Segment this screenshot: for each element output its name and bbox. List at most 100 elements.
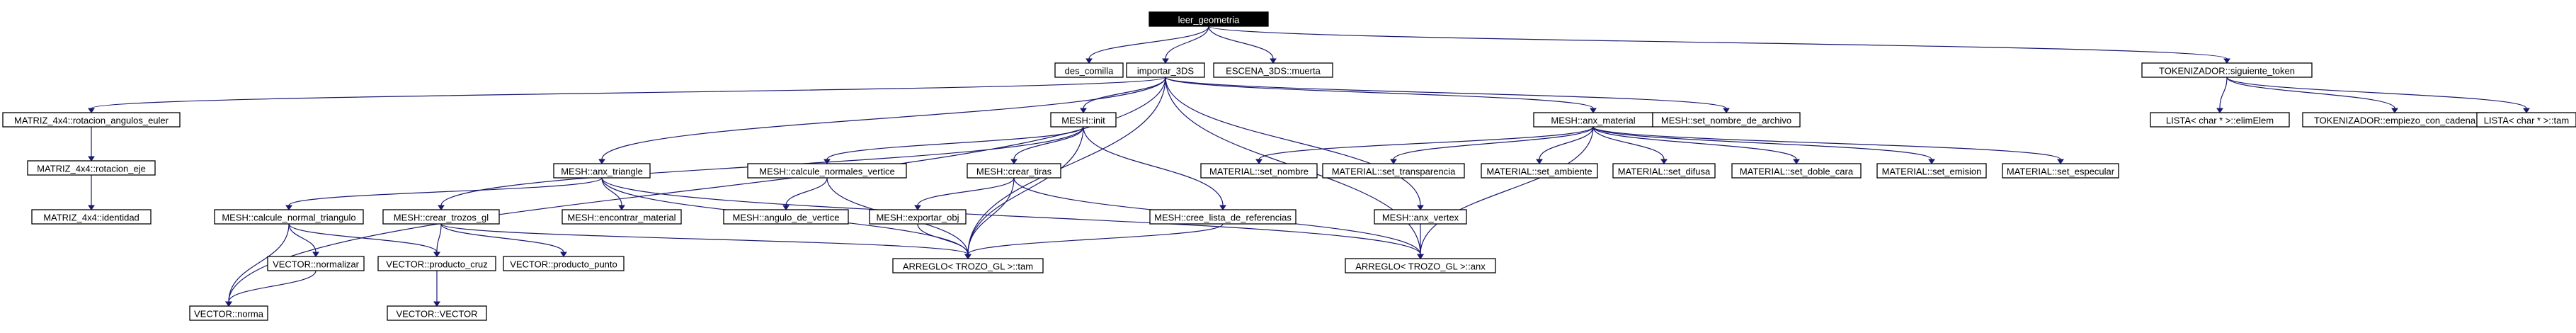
edge-mat-rot-eje-to-mat-ident [88,174,95,210]
node-label: TOKENIZADOR::empiezo_con_cadena [2314,115,2476,126]
node-mesh-calc-normal-tri[interactable]: MESH::calcule_normal_triangulo [214,209,364,225]
node-arr-tam[interactable]: ARREGLO< TROZO_GL >::tam [892,258,1044,273]
node-box [503,256,625,271]
node-lista-tam[interactable]: LISTA< char * >::tam [2476,112,2576,128]
node-mesh-crear-tiras[interactable]: MESH::crear_tiras [967,163,1061,179]
node-mesh-calc-normales[interactable]: MESH::calcule_normales_vertice [747,163,907,179]
node-importar[interactable]: importar_3DS [1126,62,1205,78]
node-label: des_comilla [1065,66,1114,77]
node-des-comilla[interactable]: des_comilla [1054,62,1124,78]
node-label: VECTOR::normalizar [273,259,360,270]
node-label: MATERIAL::set_especular [2007,166,2115,177]
edge-mesh-anx-material-to-mat-set-difusa [1592,126,1668,164]
edge-line [1165,77,1727,109]
edge-leer-to-importar [1162,26,1209,64]
edge-line [1208,26,2228,60]
node-box [1374,209,1467,225]
node-label: MESH::crear_trozos_gl [394,213,489,223]
node-vec-prod-punto[interactable]: VECTOR::producto_punto [503,256,625,271]
edge-mesh-anx-material-to-mat-set-especular [1592,126,2064,164]
node-box [1345,258,1496,273]
node-mesh-exportar[interactable]: MESH::exportar_obj [869,209,967,225]
edge-tok-sig-to-tok-empiezo [2226,77,2398,113]
node-vec-norma[interactable]: VECTOR::norma [189,305,268,321]
node-label: ARREGLO< TROZO_GL >::anx [1355,261,1486,272]
edge-mesh-anx-material-to-mat-set-ambiente [1536,126,1594,164]
node-mesh-anx-vertex[interactable]: MESH::anx_vertex [1374,209,1467,225]
node-mat-set-ambiente[interactable]: MATERIAL::set_ambiente [1481,163,1598,179]
edge-mesh-anx-material-to-mat-set-transp [1390,126,1594,164]
edge-line [1592,126,1665,160]
node-box [2476,112,2576,128]
edge-line [967,177,1015,255]
node-label: LISTA< char * >::tam [2484,115,2569,126]
node-vec-normalizar[interactable]: VECTOR::normalizar [267,256,365,271]
node-label: VECTOR::producto_punto [510,259,617,270]
node-box [267,256,365,271]
node-mesh-crear-trozos[interactable]: MESH::crear_trozos_gl [382,209,500,225]
node-mat-set-doble[interactable]: MATERIAL::set_doble_cara [1731,163,1862,179]
node-label: MESH::cree_lista_de_referencias [1154,213,1292,223]
edge-line [1592,126,1932,160]
node-mat-set-emision[interactable]: MATERIAL::set_emision [1876,163,1987,179]
node-mesh-angulo[interactable]: MESH::angulo_de_vertice [723,209,849,225]
node-vec-prod-cruz[interactable]: VECTOR::producto_cruz [377,256,496,271]
edge-mesh-init-to-mesh-crear-tiras [1010,126,1084,164]
node-arr-anx[interactable]: ARREGLO< TROZO_GL >::anx [1345,258,1496,273]
edge-mesh-crear-trozos-to-vec-prod-punto [440,223,567,257]
node-mat-set-difusa[interactable]: MATERIAL::set_difusa [1612,163,1716,179]
edge-line [2226,77,2395,109]
edge-line [288,223,438,253]
arrowhead [598,159,605,164]
node-box [1876,163,1987,179]
arrowhead [433,301,440,307]
arrowhead [1390,159,1397,164]
node-label: TOKENIZADOR::siguiente_token [2159,66,2295,77]
edge-mat-rot-euler-to-mat-rot-eje [88,126,95,162]
arrowhead [88,205,95,210]
node-mat-rot-eje[interactable]: MATRIZ_4x4::rotacion_eje [27,160,156,176]
arrowhead [914,205,921,210]
node-box [2,112,181,128]
node-escena[interactable]: ESCENA_3DS::muerta [1213,62,1333,78]
arrowhead [2223,58,2230,64]
edge-line [436,223,442,253]
edge-mesh-exportar-to-arr-tam [917,223,971,259]
node-mesh-cree-lista[interactable]: MESH::cree_lista_de_referencias [1149,209,1296,225]
node-mesh-init[interactable]: MESH::init [1050,112,1117,128]
node-label: MESH::calcule_normal_triangulo [222,213,355,223]
edge-line [228,270,317,303]
arrowhead [823,159,831,164]
node-mesh-encontrar-mat[interactable]: MESH::encontrar_material [562,209,682,225]
arrowhead [1085,58,1093,64]
edge-line [1592,126,2061,160]
edge-mesh-anx-triangle-to-mesh-encontrar-mat [601,177,625,210]
node-mat-rot-euler[interactable]: MATRIZ_4x4::rotacion_angulos_euler [2,112,181,128]
edge-importar-to-mesh-anx-vertex [1165,77,1424,210]
edge-leer-to-des-comilla [1085,26,1209,64]
node-label: MESH::anx_triangle [561,166,643,177]
node-tok-empiezo[interactable]: TOKENIZADOR::empiezo_con_cadena [2302,112,2487,128]
node-box [387,305,487,321]
node-mesh-set-nombre-archivo[interactable]: MESH::set_nombre_de_archivo [1652,112,1801,128]
edge-line [1393,126,1594,160]
node-mesh-anx-triangle[interactable]: MESH::anx_triangle [553,163,651,179]
edge-line [917,223,969,255]
edge-line [2219,77,2228,109]
edge-line [1258,126,1594,160]
node-label: LISTA< char * >::elimElem [2166,115,2274,126]
node-tok-sig[interactable]: TOKENIZADOR::siguiente_token [2141,62,2313,78]
edge-line [2226,77,2527,109]
arrowhead [438,205,445,210]
edge-line [785,177,828,206]
node-mesh-anx-material[interactable]: MESH::anx_material [1533,112,1653,128]
node-mat-set-nombre[interactable]: MATERIAL::set_nombre [1200,163,1318,179]
node-lista-elim[interactable]: LISTA< char * >::elimElem [2150,112,2290,128]
node-label: MATRIZ_4x4::rotacion_angulos_euler [14,115,169,126]
edge-mesh-init-to-mesh-calc-normales [823,126,1084,164]
node-vec-vector[interactable]: VECTOR::VECTOR [387,305,487,321]
node-mat-set-especular[interactable]: MATERIAL::set_especular [2002,163,2119,179]
node-mat-ident[interactable]: MATRIZ_4x4::identidad [31,209,152,225]
node-leer[interactable]: leer_geometria [1149,11,1269,27]
node-mat-set-transp[interactable]: MATERIAL::set_transparencia [1322,163,1465,179]
